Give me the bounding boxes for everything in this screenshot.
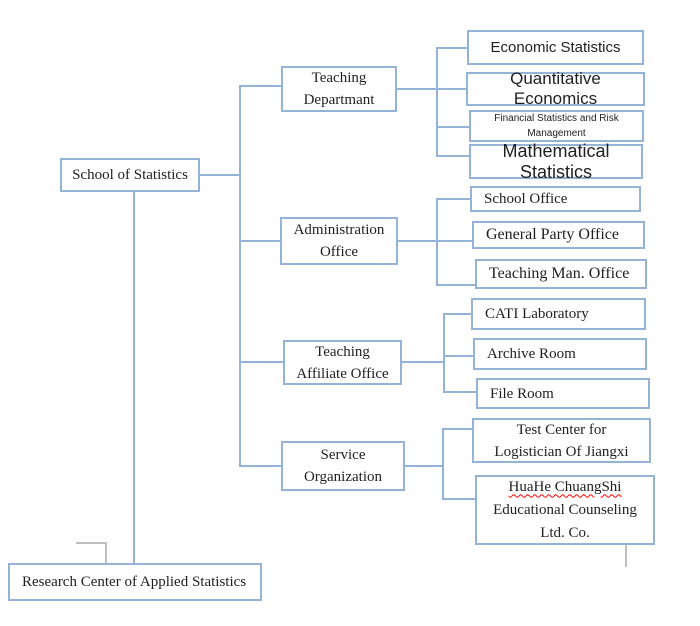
connector-gray-bracket-horizontal [76, 542, 107, 544]
connector-gray-tail [625, 545, 627, 567]
connector-trunk [239, 85, 241, 467]
connector-root-to-trunk [200, 174, 240, 176]
node-service-organization: Service Organization [281, 441, 405, 491]
connector-gray-bracket-vertical [105, 542, 107, 563]
node-teaching-man-office: Teaching Man. Office [475, 259, 647, 289]
connector-stub-school-office [436, 198, 470, 200]
node-research-center-applied-statistics: Research Center of Applied Statistics [8, 563, 262, 601]
connector-bus-teaching-dept [436, 47, 438, 157]
node-school-office: School Office [470, 186, 641, 212]
node-financial-statistics-risk-management: Financial Statistics and Risk Management [469, 110, 644, 142]
node-file-room: File Room [476, 378, 650, 409]
connector-admin-children [398, 240, 472, 242]
node-economic-statistics: Economic Statistics [467, 30, 644, 65]
node-quantitative-economics: Quantitative Economics [466, 69, 645, 108]
connector-root-to-research-center [133, 192, 135, 563]
node-teaching-affiliate-office: Teaching Affiliate Office [283, 340, 402, 385]
node-cati-laboratory: CATI Laboratory [471, 298, 646, 330]
connector-stub-huahe [442, 498, 475, 500]
huahe-line1-spellchecked: HuaHe ChuangShi [508, 478, 622, 495]
node-teaching-department: Teaching Departmant [281, 66, 397, 112]
connector-teaching-dept-children [397, 88, 466, 90]
connector-branch-admin-office [239, 240, 280, 242]
connector-bus-affiliate [443, 313, 445, 393]
node-huahe-chuangshi-counseling: HuaHe ChuangShi Educational Counseling L… [475, 475, 655, 545]
node-test-center-logistician-jiangxi: Test Center for Logistician Of Jiangxi [472, 418, 651, 463]
connector-stub-teaching-man [436, 284, 475, 286]
huahe-line2: Educational Counseling [493, 501, 637, 518]
connector-stub-test-center [442, 428, 472, 430]
connector-stub-economic [436, 47, 467, 49]
connector-stub-file-room [443, 391, 476, 393]
connector-branch-teaching-dept [239, 85, 283, 87]
connector-stub-archive [443, 355, 473, 357]
connector-service-children [405, 465, 443, 467]
connector-branch-service-org [239, 465, 281, 467]
node-administration-office: Administration Office [280, 217, 398, 265]
connector-bus-service [442, 428, 444, 500]
connector-stub-financial [436, 126, 469, 128]
connector-branch-affiliate-office [239, 361, 283, 363]
node-archive-room: Archive Room [473, 338, 647, 370]
connector-bus-admin [436, 198, 438, 286]
node-mathematical-statistics: Mathematical Statistics [469, 141, 643, 182]
connector-stub-mathematical [436, 155, 469, 157]
node-school-of-statistics: School of Statistics [60, 158, 200, 192]
huahe-line3: Ltd. Co. [540, 524, 590, 541]
node-general-party-office: General Party Office [472, 221, 645, 249]
connector-stub-cati [443, 313, 471, 315]
connector-affiliate-children [402, 361, 444, 363]
